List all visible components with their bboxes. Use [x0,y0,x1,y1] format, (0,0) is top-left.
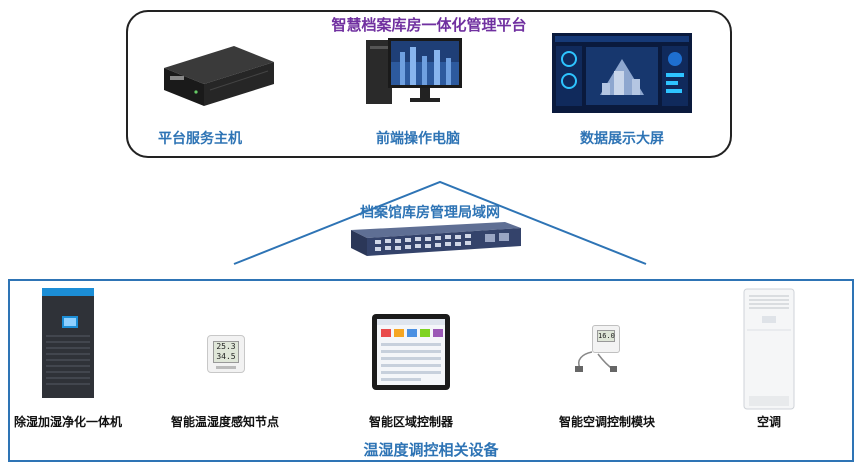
network-triangle [233,180,647,265]
sensor-reading-2: 34.5 [216,352,236,361]
platform-box [126,10,732,158]
server-icon [164,46,274,106]
platform-title: 智慧档案库房一体化管理平台 [331,16,527,34]
devices-box [8,279,854,462]
ac-module-label: 智能空调控制模块 [558,415,655,429]
dehumidifier-label: 除湿加湿净化一体机 [13,415,122,429]
ac-label: 空调 [756,415,781,429]
controller-label: 智能区域控制器 [368,415,453,429]
network-title: 档案馆库房管理局域网 [360,205,500,221]
dehumidifier-cabinet-icon [42,288,94,398]
server-label: 平台服务主机 [158,131,242,147]
dashboard-screen-icon [552,33,692,113]
ac-control-module-icon: 16.0 [592,325,620,353]
temp-humidity-sensor-icon: 25.3 34.5 [207,335,245,373]
devices-title: 温湿度调控相关设备 [363,441,499,459]
floor-air-conditioner-icon [743,288,795,410]
touch-panel-controller-icon [372,314,450,390]
sensor-label: 智能温湿度感知节点 [170,415,279,429]
network-switch-icon [351,222,521,256]
desktop-label: 前端操作电脑 [376,131,460,147]
ac-module-cable-icon [575,351,617,372]
dashboard-label: 数据展示大屏 [580,131,664,147]
sensor-reading-1: 25.3 [216,342,236,351]
ac-module-reading: 16.0 [597,330,615,342]
desktop-computer-icon [366,38,462,104]
